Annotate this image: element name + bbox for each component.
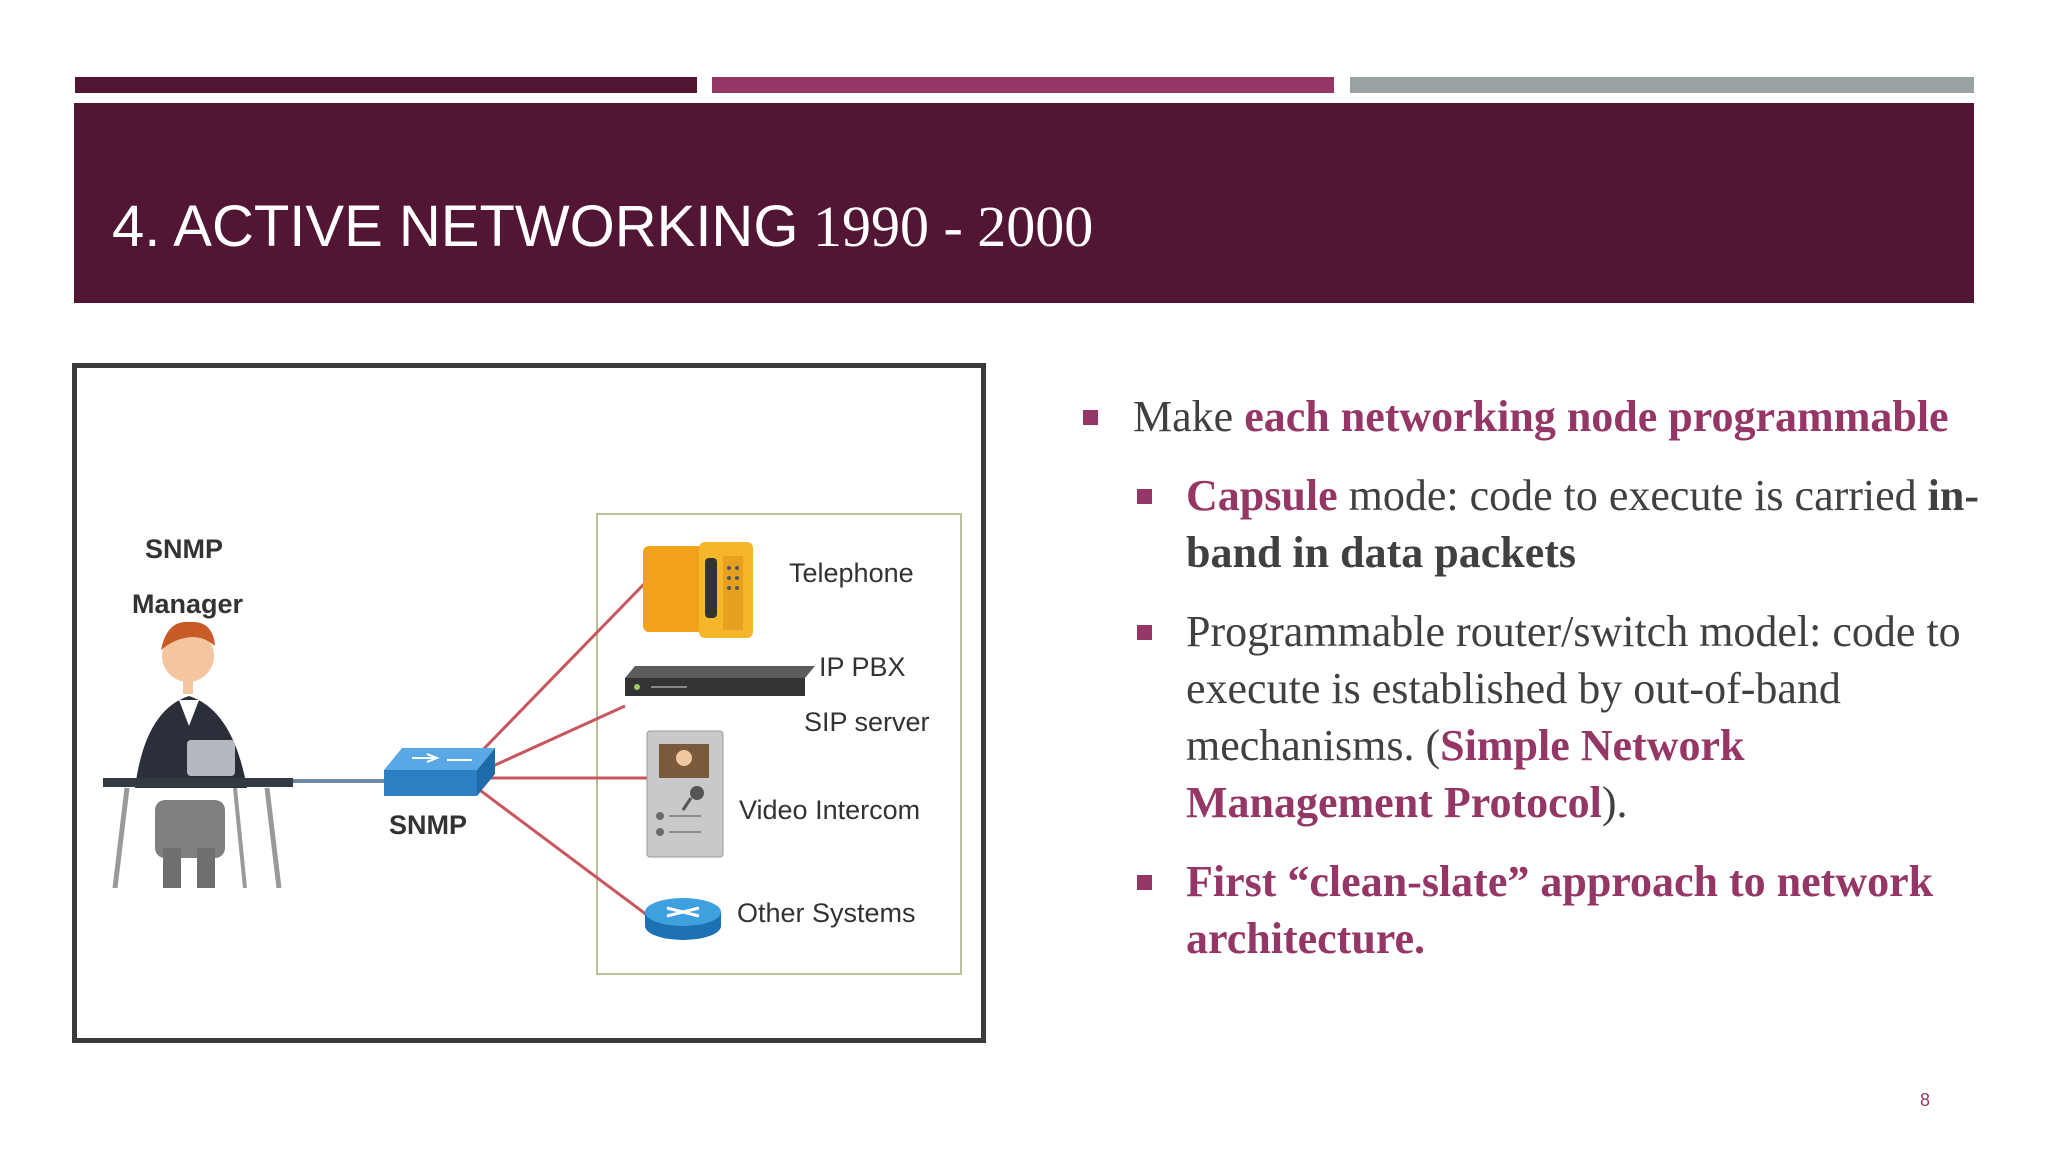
snmp-diagram-svg: SNMP Manager SNMP Telephone IP xyxy=(103,513,962,975)
top-stripe-gray xyxy=(1350,77,1974,93)
bullet-item-3: Programmable router/switch model: code t… xyxy=(1080,603,1980,831)
slide-title: 4. ACTIVE NETWORKING 1990 - 2000 xyxy=(112,198,1093,256)
bullet-2-text-bold: in-band in data packets xyxy=(1186,471,1980,577)
page-number: 8 xyxy=(1920,1090,1931,1110)
bullet-square-icon xyxy=(1137,625,1152,640)
manager-label-2: Manager xyxy=(132,589,244,619)
top-stripe-magenta xyxy=(712,77,1334,93)
bullet-1-text-plain: Make xyxy=(1133,392,1245,441)
bullet-square-icon xyxy=(1083,410,1098,425)
bullet-3-text-end: ). xyxy=(1601,778,1628,827)
devices-frame xyxy=(596,513,962,975)
title-band xyxy=(74,103,1974,303)
server-icon xyxy=(625,666,815,696)
bullet-3-text-plain: Programmable router/switch model: code t… xyxy=(1186,607,1961,770)
switch-label: SNMP xyxy=(389,810,467,840)
bullet-item-4: First “clean-slate” approach to network … xyxy=(1080,853,1980,967)
slide-title-main: 4. ACTIVE NETWORKING xyxy=(112,194,799,259)
bullet-square-icon xyxy=(1137,489,1152,504)
bullet-item-1: Make each networking node programmable xyxy=(1080,388,1980,445)
bullet-list: Make each networking node programmable C… xyxy=(1080,388,1980,967)
pbx-link xyxy=(481,704,626,773)
snmp-manager-icon xyxy=(103,621,293,889)
snmp-diagram: SNMP Manager SNMP Telephone IP xyxy=(72,363,986,1043)
bullet-2-text-accent: Capsule xyxy=(1186,471,1338,520)
slide-title-years: 1990 - 2000 xyxy=(812,194,1094,259)
device-telephone-label: Telephone xyxy=(789,558,914,588)
telephone-icon xyxy=(643,542,753,638)
bullet-4-text-accent: First “clean-slate” approach to network … xyxy=(1186,857,1934,963)
device-sipserver-label: SIP server xyxy=(804,707,930,737)
device-other-systems-label: Other Systems xyxy=(737,898,916,928)
bullet-square-icon xyxy=(1137,875,1152,890)
bullet-item-2: Capsule mode: code to execute is carried… xyxy=(1080,467,1980,581)
top-stripe-dark xyxy=(75,77,697,93)
telephone-link xyxy=(470,581,647,763)
manager-label-1: SNMP xyxy=(145,534,223,564)
switch-icon xyxy=(384,748,495,796)
bullet-3-text-accent: Simple Network Management Protocol xyxy=(1186,721,1745,827)
video-intercom-icon xyxy=(646,730,724,858)
bullet-1-text-accent: each networking node programmable xyxy=(1244,392,1949,441)
bullet-2-text-plain: mode: code to execute is carried xyxy=(1337,471,1928,520)
device-ippbx-label: IP PBX xyxy=(819,652,906,682)
device-video-intercom-label: Video Intercom xyxy=(739,795,920,825)
router-icon xyxy=(645,898,721,940)
other-systems-link xyxy=(476,786,648,917)
